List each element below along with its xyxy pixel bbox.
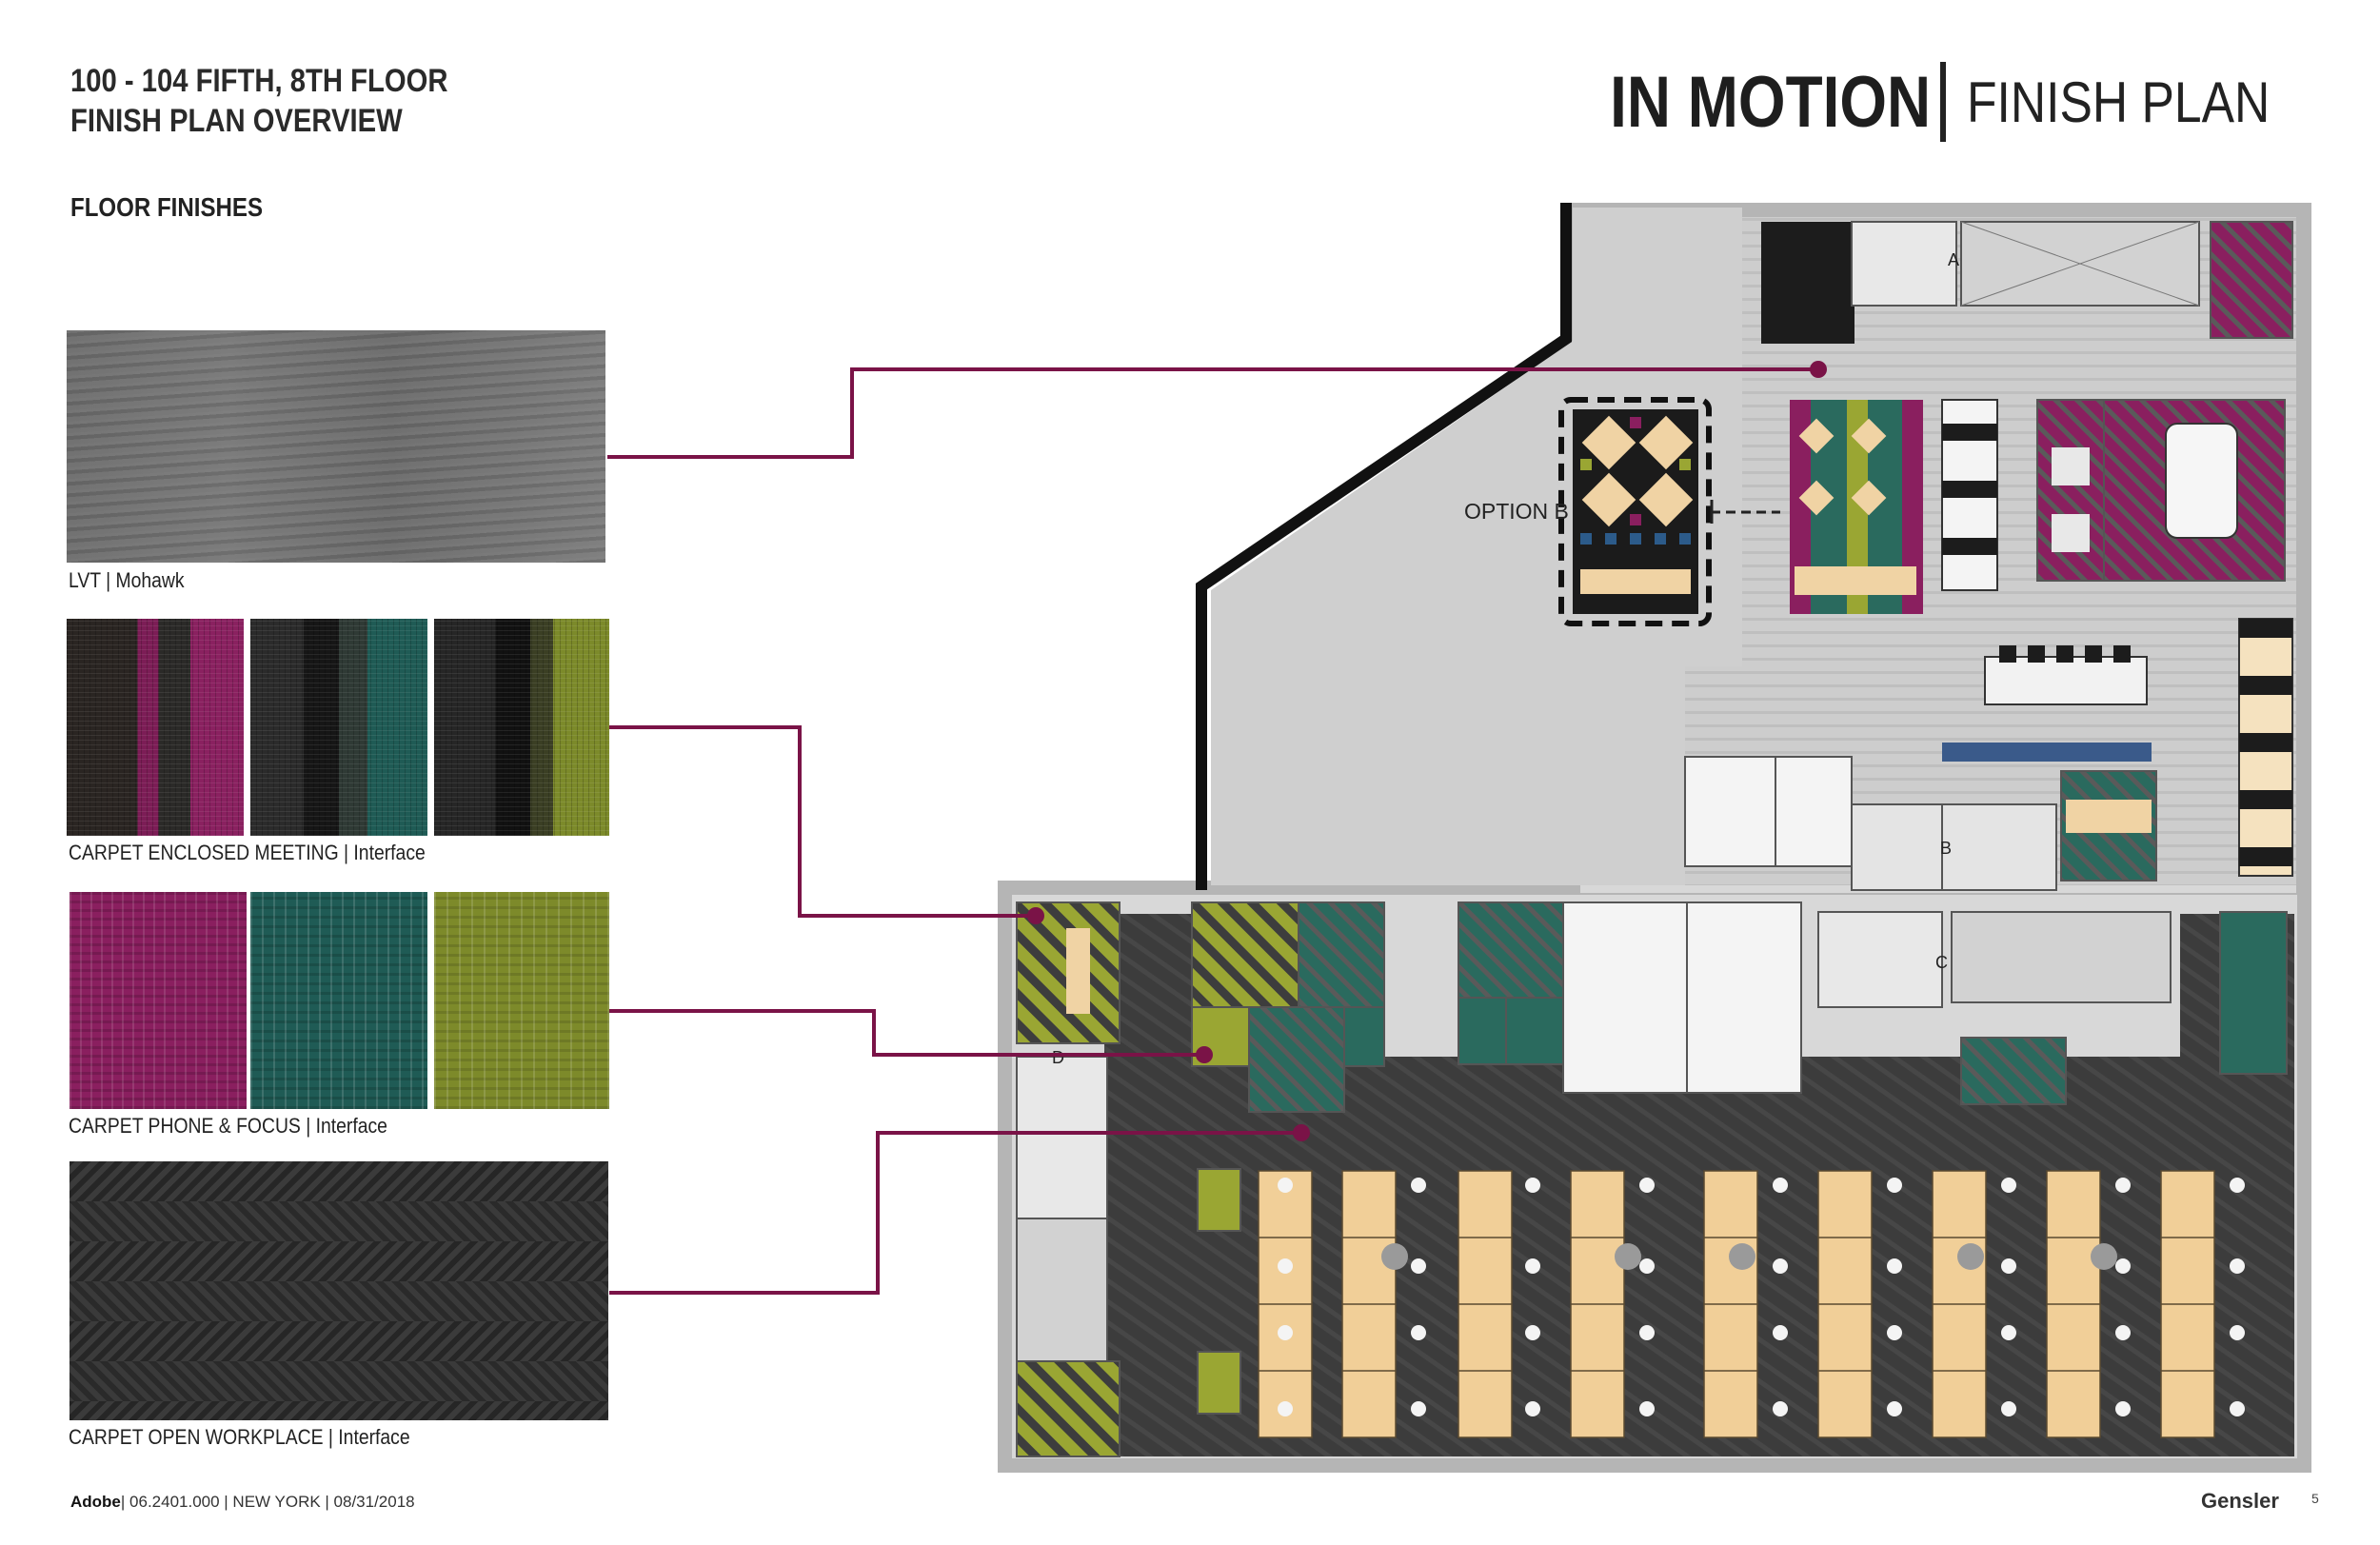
footer-brand-logo: Gensler (2201, 1489, 2279, 1513)
swatch-focus-green (434, 892, 609, 1109)
swatch-label-focus: CARPET PHONE & FOCUS | Interface (69, 1114, 387, 1138)
leader-meeting (609, 725, 1036, 918)
project-name: 100 - 104 FIFTH, 8TH FLOOR (70, 63, 448, 99)
stair-label-a: A (1948, 250, 1959, 269)
title-divider (1939, 62, 1946, 142)
footer-details: | 06.2401.000 | NEW YORK | 08/31/2018 (120, 1493, 415, 1511)
page-title: IN MOTION FINISH PLAN (1549, 59, 2319, 145)
stair-label-d: D (1052, 1048, 1064, 1067)
leader-lvt (607, 367, 1818, 459)
swatch-label-meeting: CARPET ENCLOSED MEETING | Interface (69, 841, 426, 864)
counter-stools (1999, 645, 2131, 663)
page-title-sub: FINISH PLAN (1966, 69, 2271, 134)
bench-dividers (1259, 1237, 2214, 1372)
swatch-meeting-magenta (67, 619, 244, 836)
terrace-edge (1196, 203, 1572, 890)
stair-label-b: B (1940, 839, 1952, 858)
east-bench (2238, 618, 2293, 877)
swatch-label-lvt: LVT | Mohawk (69, 568, 185, 592)
option-b-label: OPTION B (1464, 499, 1569, 524)
footer-project-info: Adobe| 06.2401.000 | NEW YORK | 08/31/20… (70, 1493, 415, 1512)
room-magenta-ne (2210, 221, 2293, 339)
page-title-main: IN MOTION (1610, 61, 1931, 143)
swatch-lvt (67, 330, 605, 563)
leader-lines (607, 367, 1818, 1295)
option-b-inset (1558, 397, 1780, 626)
footer-client: Adobe (70, 1493, 121, 1511)
swatch-focus-magenta (69, 892, 247, 1109)
page-number: 5 (2311, 1491, 2319, 1506)
north-core (1761, 221, 2200, 344)
magenta-meeting-rooms (2036, 399, 2286, 582)
leader-dots (1027, 361, 1827, 1141)
reception-counter (1984, 656, 2148, 705)
swatch-meeting-green (434, 619, 609, 836)
swatch-focus-teal (250, 892, 427, 1109)
section-heading: FLOOR FINISHES (70, 192, 264, 222)
outdoor-terrace (1211, 208, 1742, 885)
leader-open-workplace (609, 1131, 1301, 1295)
swatch-label-open-workplace: CARPET OPEN WORKPLACE | Interface (69, 1425, 410, 1449)
central-core (1684, 743, 2157, 891)
swatch-meeting-teal (250, 619, 427, 836)
document-subtitle: FINISH PLAN OVERVIEW (70, 103, 403, 139)
round-tables (1381, 1243, 2117, 1270)
stair-label-c: C (1935, 953, 1948, 972)
task-chairs (1278, 1178, 2245, 1416)
cafe-seating (1790, 399, 1998, 614)
leader-focus (609, 1009, 1204, 1057)
swatch-open-workplace (69, 1161, 608, 1420)
south-rooms (1016, 901, 2288, 1457)
